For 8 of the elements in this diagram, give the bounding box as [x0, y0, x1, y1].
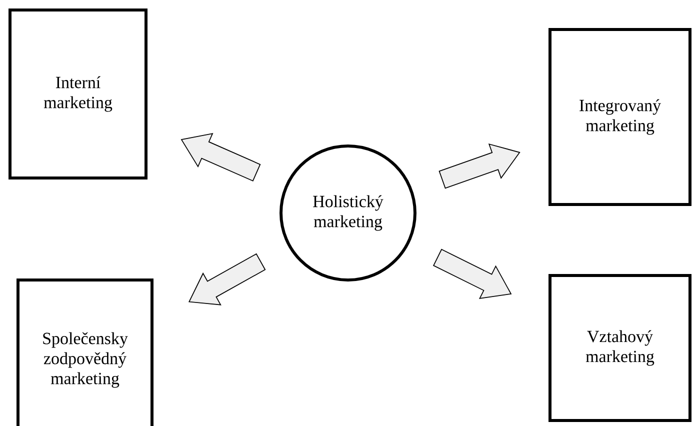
text-box: Společensky zodpovědný marketing — [16, 278, 154, 426]
block-arrow — [188, 253, 266, 306]
block-arrow — [438, 143, 520, 189]
text-box: Integrovaný marketing — [548, 28, 692, 206]
circle-node: Holistický marketing — [280, 144, 416, 282]
block-arrow — [180, 133, 261, 182]
text-box: Interní marketing — [8, 8, 148, 180]
text-box: Vztahový marketing — [548, 274, 692, 422]
